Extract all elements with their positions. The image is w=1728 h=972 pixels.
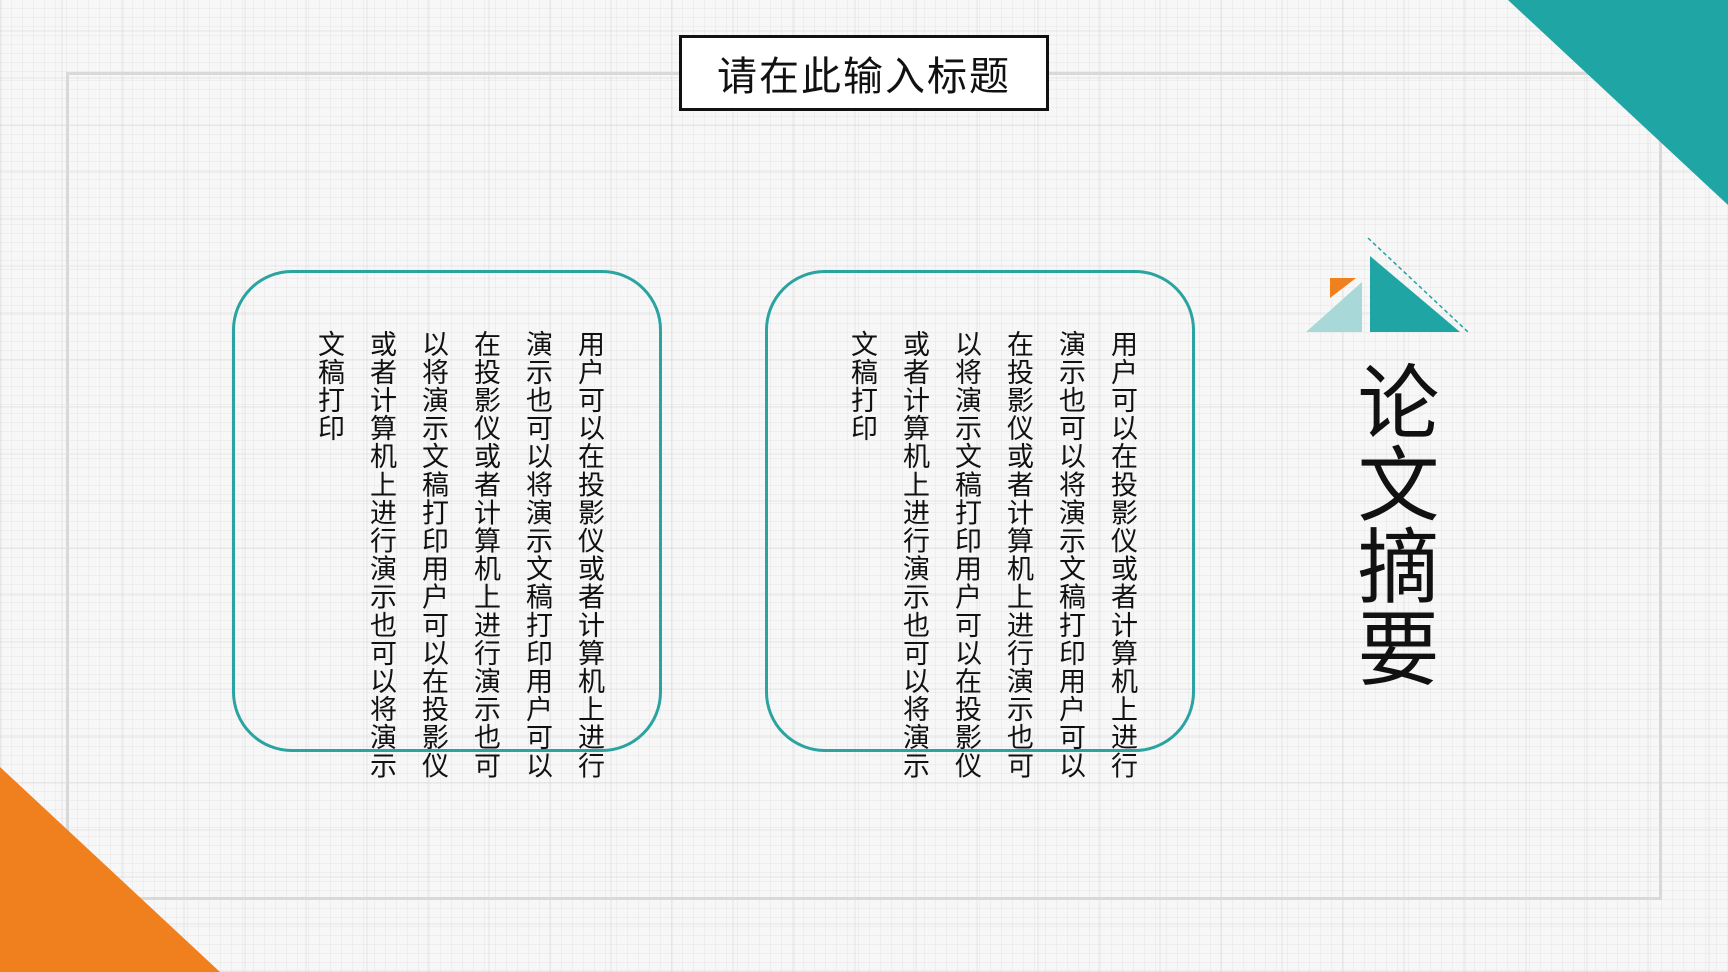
slide-title[interactable]: 请在此输入标题 bbox=[679, 35, 1049, 111]
text-card-left-body[interactable]: 用户可以在投影仪或者计算机上进行演示也可以将演示文稿打印用户可以在投影仪或者计算… bbox=[313, 330, 604, 780]
section-title[interactable]: 论文摘要 bbox=[1343, 360, 1438, 688]
text-card-right bbox=[765, 270, 1195, 752]
text-card-right-body[interactable]: 用户可以在投影仪或者计算机上进行演示也可以将演示文稿打印用户可以在投影仪或者计算… bbox=[846, 330, 1137, 780]
slide-title-text: 请在此输入标题 bbox=[717, 54, 1011, 100]
triangles-cluster-icon bbox=[1306, 237, 1469, 333]
text-card-left bbox=[232, 270, 662, 752]
